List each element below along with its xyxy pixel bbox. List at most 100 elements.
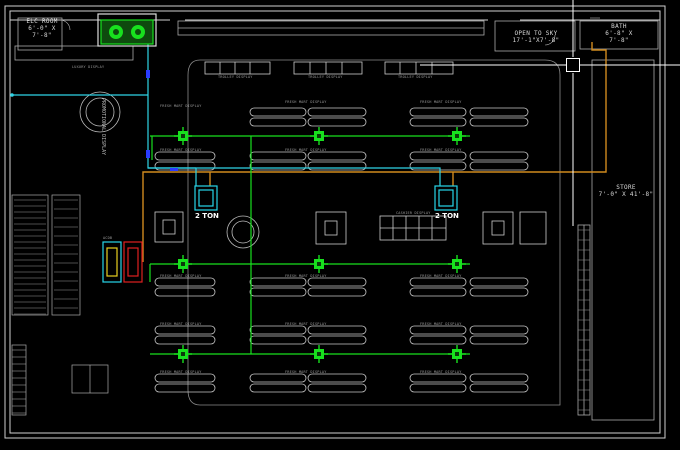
- gondola-label: FRESH MART DISPLAY: [420, 322, 462, 326]
- room-elec-dims: 6'-0" X 7'-8": [28, 25, 56, 39]
- gondola-shelf: [469, 325, 529, 335]
- fan-coil-icon: [310, 127, 328, 145]
- gondola-label: FRESH MART DISPLAY: [420, 274, 462, 278]
- room-elec: ELC ROOM 6'-0" X 7'-8": [22, 18, 62, 39]
- gondola-shelf: [154, 287, 216, 297]
- rack-dividers: [578, 229, 590, 411]
- gondola-label: FRESH MART DISPLAY: [160, 274, 202, 278]
- room-elec-name: ELC ROOM: [26, 18, 58, 25]
- gondola-shelf: [409, 161, 467, 171]
- gondola-label: FRESH MART DISPLAY: [285, 148, 327, 152]
- fan-coil-units: [174, 127, 466, 363]
- gondola-shelf: [409, 107, 467, 117]
- gondola-shelf: [469, 161, 529, 171]
- store-floor-outline: [187, 59, 561, 406]
- luxury-display-label: LUXURY DISPLAY: [72, 65, 105, 69]
- room-bath-dims: 6'-8" X 7'-8": [605, 30, 633, 44]
- gondola-shelf: [307, 151, 367, 161]
- electrical-panel: [102, 241, 143, 283]
- pipe-valve: [170, 168, 178, 171]
- gondola-shelf: [307, 287, 367, 297]
- fan-coil-icon: [310, 255, 328, 273]
- gondola-shelf: [409, 117, 467, 127]
- fcu-core: [181, 262, 185, 266]
- room-bath-name: BATH: [611, 23, 627, 30]
- gondola-shelf: [249, 383, 307, 393]
- gondola-label: FRESH MART DISPLAY: [160, 104, 202, 108]
- trolley-displays: [204, 61, 454, 75]
- gondola-shelf: [469, 287, 529, 297]
- pipe-valve: [146, 70, 150, 78]
- round-display-label: PROMOTIONAL DISPLAY: [100, 98, 106, 156]
- fan-coil-icon: [174, 345, 192, 363]
- gondola-shelf: [469, 151, 529, 161]
- gondola-shelf: [307, 117, 367, 127]
- gondola-shelf: [307, 325, 367, 335]
- round-displays: [79, 91, 260, 249]
- fan-coil-icon: [448, 127, 466, 145]
- gondola-shelf: [307, 383, 367, 393]
- gondola-shelf: [154, 325, 216, 335]
- stair-treads: [12, 199, 78, 414]
- gondola-shelf: [409, 287, 467, 297]
- outdoor-unit: [97, 13, 157, 47]
- ac-unit-right-label: 2 TON: [435, 212, 459, 220]
- gondola-shelf: [249, 107, 307, 117]
- gondola-shelf: [469, 277, 529, 287]
- cashier-label: CASHIER DISPLAY: [396, 211, 431, 215]
- gondola-shelf: [154, 161, 216, 171]
- gondola-shelf: [469, 335, 529, 345]
- ac-unit-left: [194, 185, 218, 211]
- gondola-rows: [154, 107, 529, 393]
- gondola-shelf: [409, 151, 467, 161]
- gondola-label: FRESH MART DISPLAY: [285, 100, 327, 104]
- room-open-to-sky-dims: 17'-1"X7'-8": [512, 37, 560, 44]
- room-store-dims: 7'-0" X 41'-8": [598, 191, 654, 198]
- fcu-core: [317, 134, 321, 138]
- ac-unit-left-label: 2 TON: [195, 212, 219, 220]
- gondola-shelf: [409, 325, 467, 335]
- fcu-core: [455, 262, 459, 266]
- gondola-label: FRESH MART DISPLAY: [420, 100, 462, 104]
- gondola-shelf: [469, 107, 529, 117]
- gondola-shelf: [409, 277, 467, 287]
- gondola-shelf: [469, 373, 529, 383]
- gondola-shelf: [154, 335, 216, 345]
- gondola-label: FRESH MART DISPLAY: [160, 148, 202, 152]
- fcu-core: [317, 352, 321, 356]
- left-shelving: [11, 194, 109, 416]
- gondola-shelf: [154, 373, 216, 383]
- gondola-shelf: [249, 287, 307, 297]
- gondola-shelf: [307, 277, 367, 287]
- gondola-shelf: [154, 383, 216, 393]
- trolley-label-2: TROLLEY DISPLAY: [308, 75, 343, 79]
- drain-lines: [142, 42, 607, 262]
- fcu-core: [317, 262, 321, 266]
- fcu-core: [181, 352, 185, 356]
- fan-coil-icon: [448, 255, 466, 273]
- gondola-label: FRESH MART DISPLAY: [420, 148, 462, 152]
- doors: [59, 17, 600, 46]
- gondola-shelf: [409, 335, 467, 345]
- gondola-label: FRESH MART DISPLAY: [160, 370, 202, 374]
- refrigerant-end: [10, 93, 14, 97]
- gondola-shelf: [249, 325, 307, 335]
- gondola-shelf: [409, 383, 467, 393]
- gondola-shelf: [154, 277, 216, 287]
- crosshair-cursor-icon[interactable]: [420, 0, 680, 226]
- gondola-label: FRESH MART DISPLAY: [285, 322, 327, 326]
- gondola-shelf: [249, 151, 307, 161]
- gondola-shelf: [249, 373, 307, 383]
- fcu-core: [455, 134, 459, 138]
- gondola-shelf: [307, 335, 367, 345]
- room-store-name: STORE: [616, 184, 636, 191]
- gondola-shelf: [307, 161, 367, 171]
- pipe-valve: [146, 150, 150, 158]
- gondola-shelf: [307, 373, 367, 383]
- room-open-to-sky: OPEN TO SKY 17'-1"X7'-8": [505, 30, 567, 44]
- gondola-label: FRESH MART DISPLAY: [285, 370, 327, 374]
- gondola-shelf: [469, 383, 529, 393]
- fan-coil-icon: [448, 345, 466, 363]
- outer-walls: [4, 5, 666, 439]
